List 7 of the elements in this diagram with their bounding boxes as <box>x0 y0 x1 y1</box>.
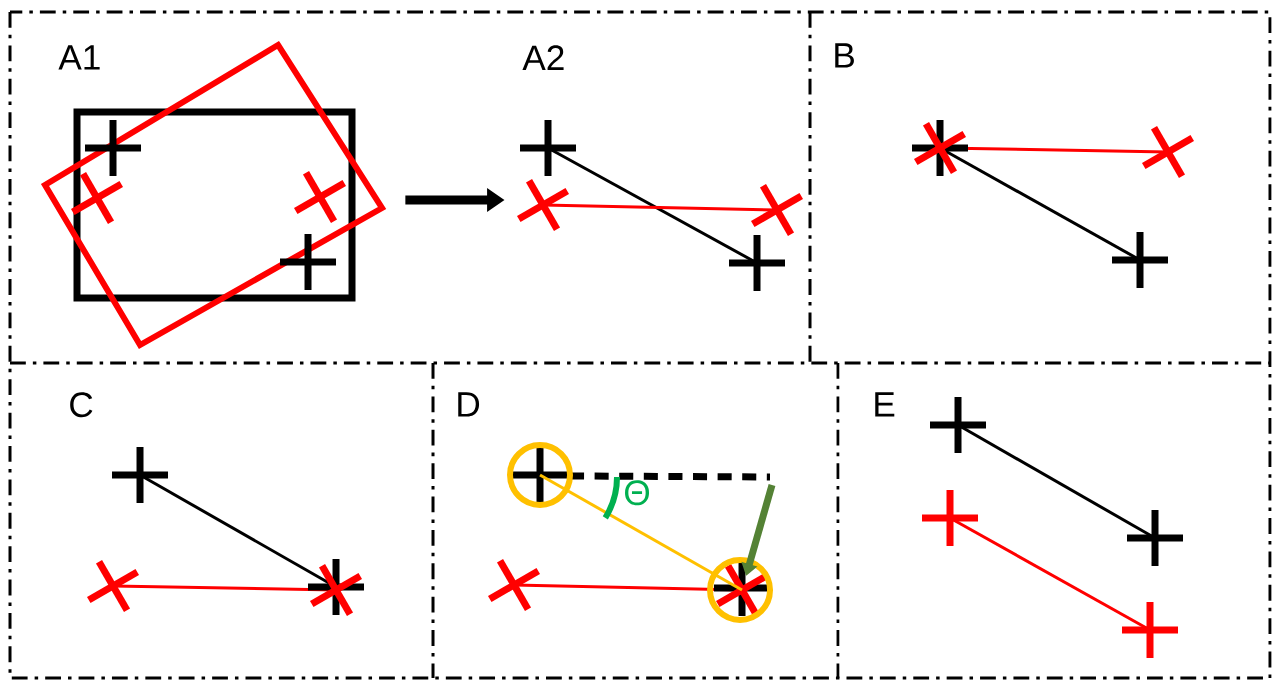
panel-label: D <box>458 392 480 417</box>
panel-label: B <box>835 43 854 68</box>
panel-label: A2 <box>522 45 564 70</box>
panel-label: E <box>875 392 895 417</box>
angle-label: Θ <box>625 480 649 506</box>
panel-label: C <box>70 392 93 418</box>
panel-label: A1 <box>58 45 100 70</box>
